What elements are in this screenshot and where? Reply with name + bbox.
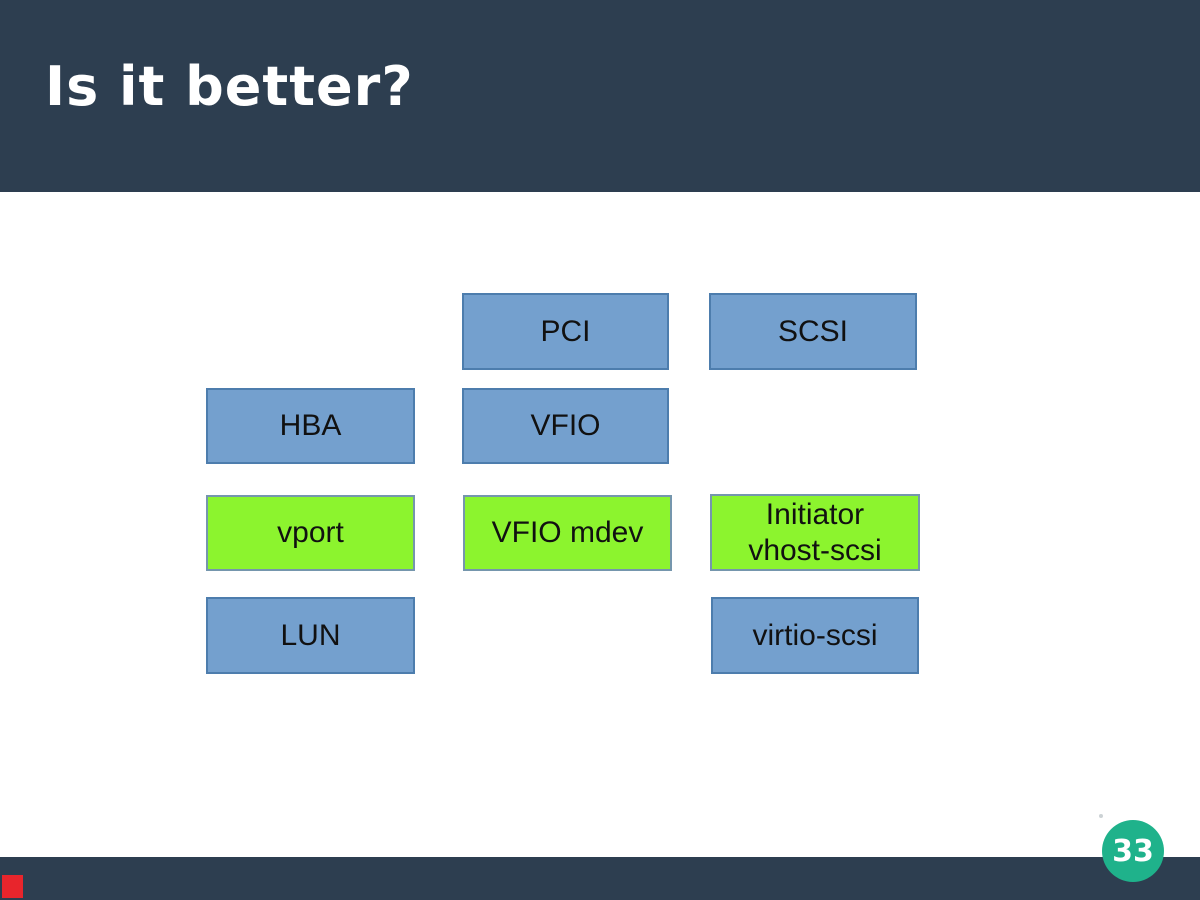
decorative-dot [1099, 814, 1103, 818]
slide-title: Is it better? [45, 55, 414, 118]
box-pci: PCI [462, 293, 669, 370]
box-initiator-vhost-scsi: Initiator vhost-scsi [710, 494, 920, 571]
box-scsi: SCSI [709, 293, 917, 370]
slide-header: Is it better? [0, 0, 1200, 192]
slide-footer [0, 857, 1200, 900]
red-accent-square [2, 875, 23, 898]
box-vfio-mdev: VFIO mdev [463, 495, 672, 571]
box-vfio: VFIO [462, 388, 669, 464]
box-lun: LUN [206, 597, 415, 674]
box-vport: vport [206, 495, 415, 571]
page-number-badge: 33 [1102, 820, 1164, 882]
box-virtio-scsi: virtio-scsi [711, 597, 919, 674]
box-hba: HBA [206, 388, 415, 464]
